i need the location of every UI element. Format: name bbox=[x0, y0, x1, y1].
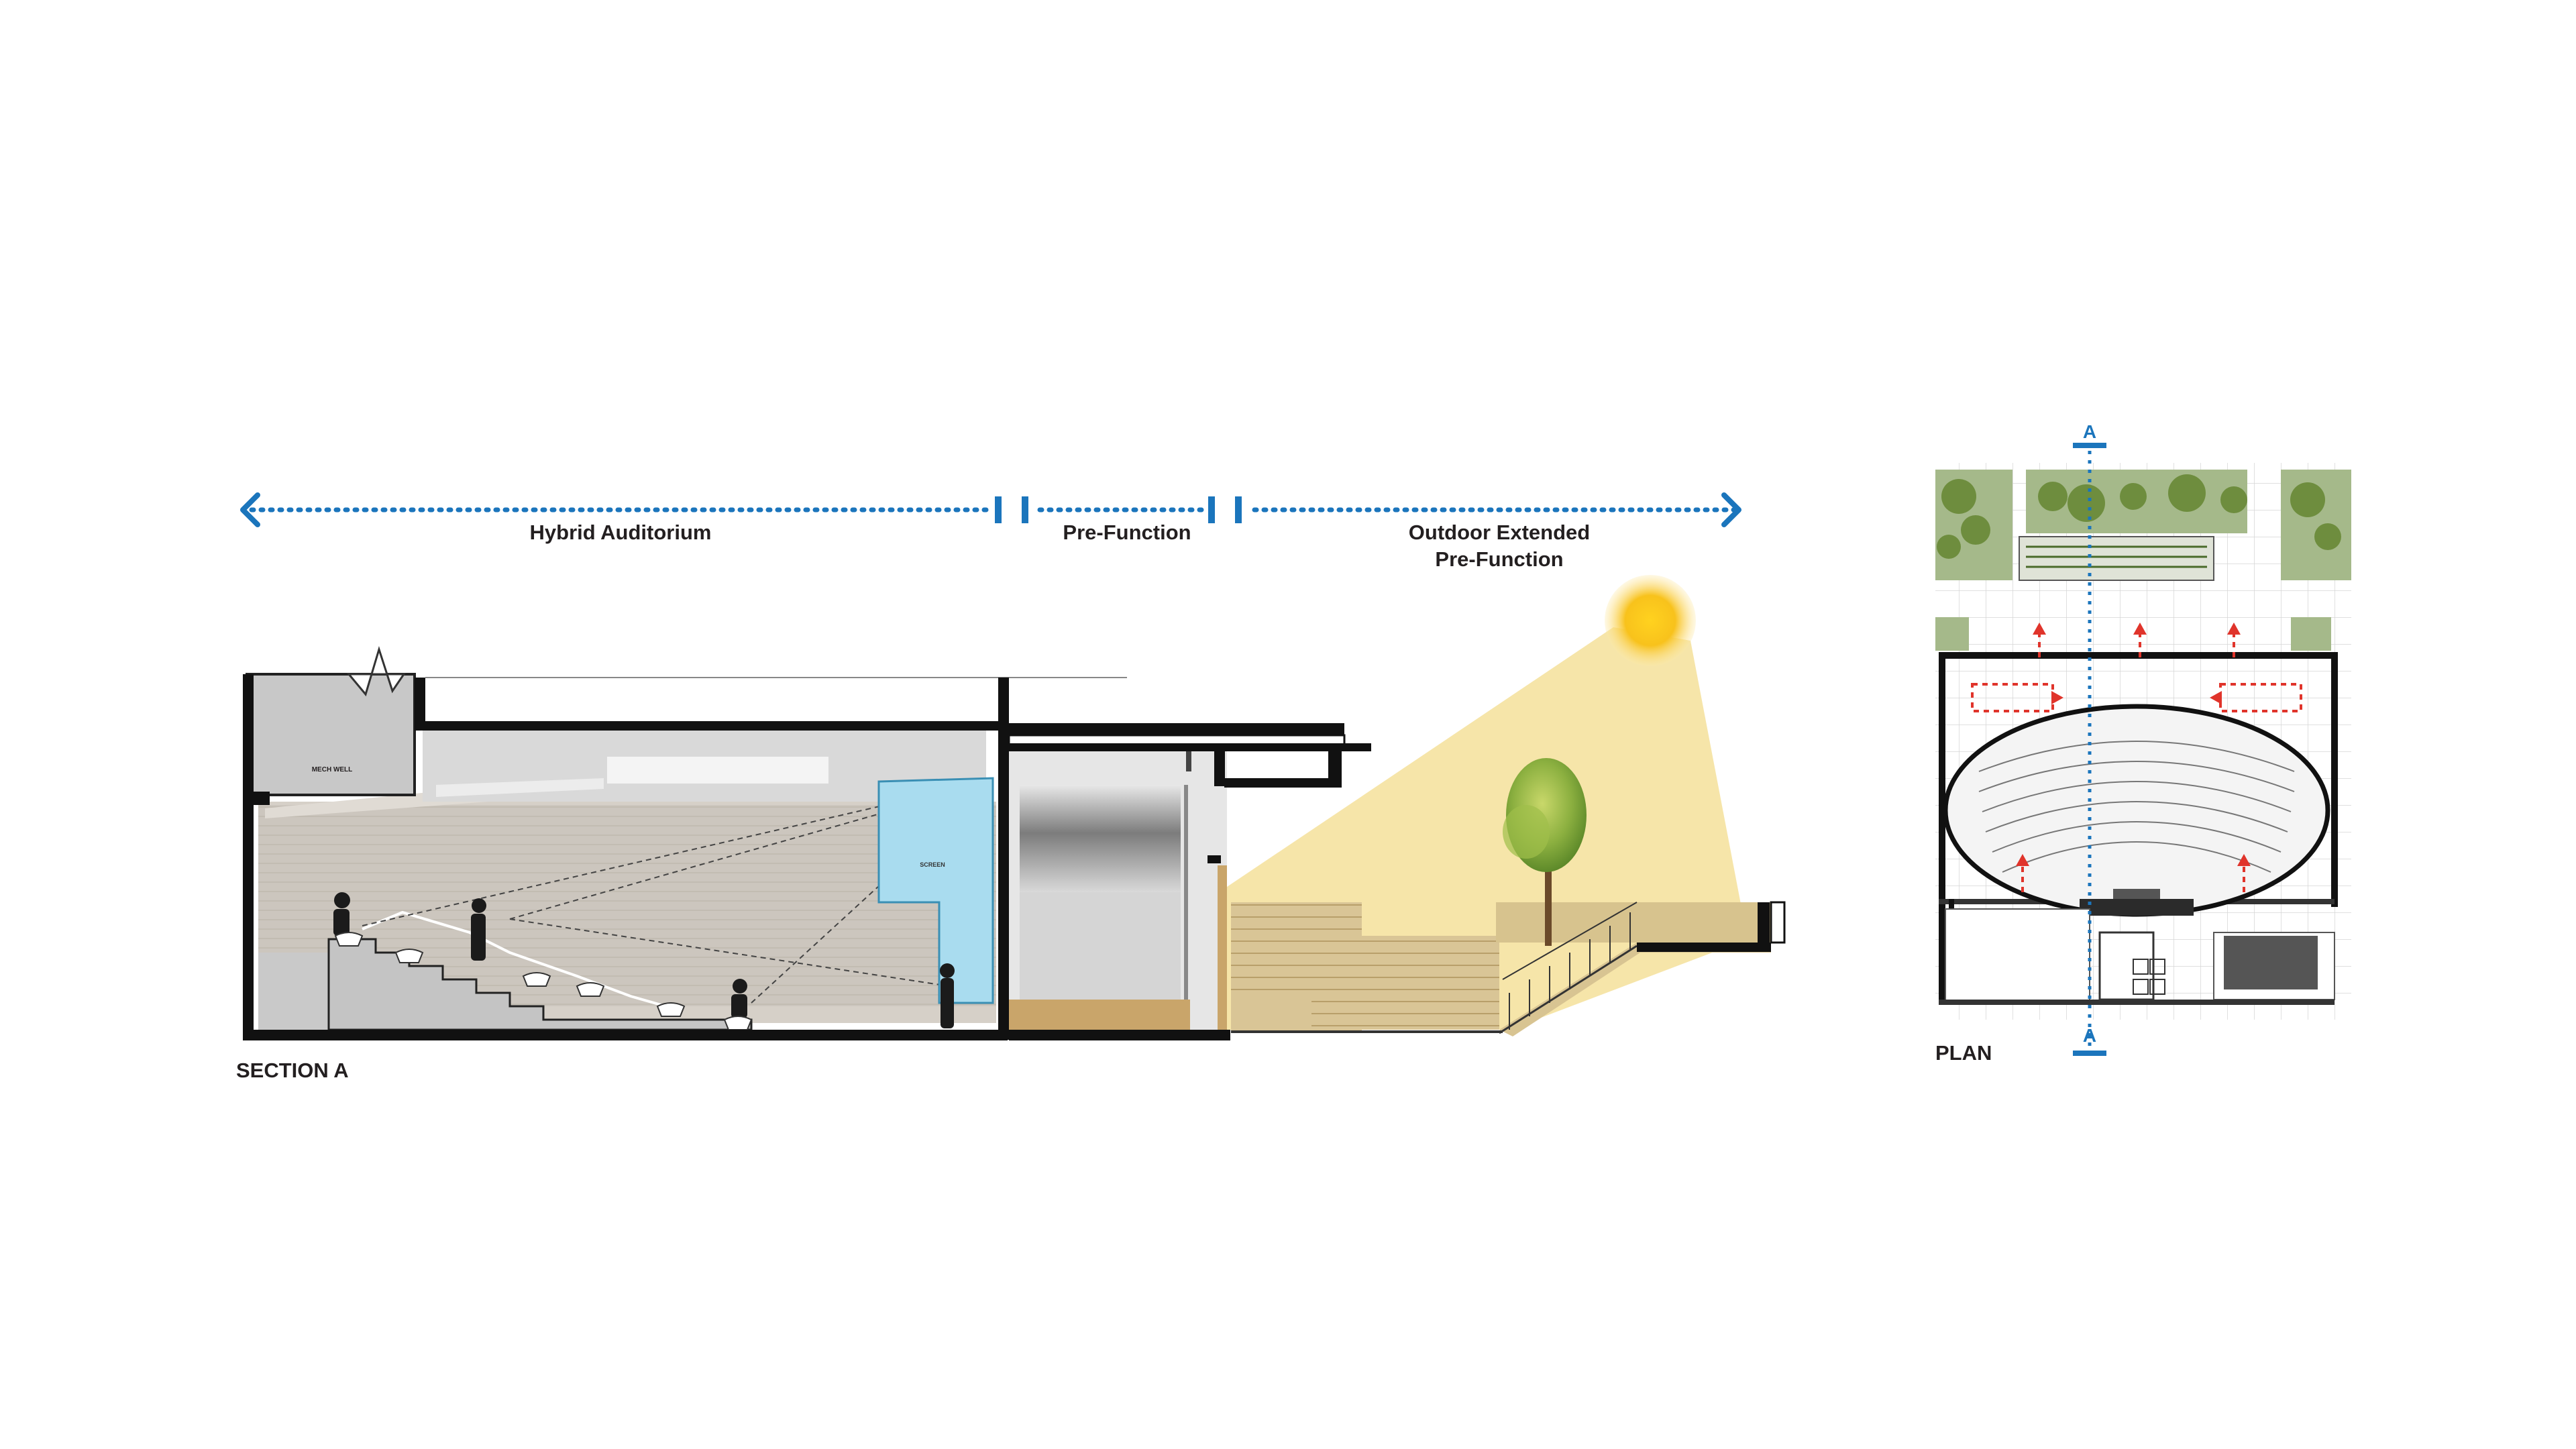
arrow-left-icon bbox=[240, 492, 260, 527]
zone-label-outdoor-line1: Outdoor Extended bbox=[1408, 521, 1591, 544]
section-cut-marker-bottom bbox=[2073, 1051, 2106, 1056]
zone-label-pre-function: Pre-Function bbox=[1063, 521, 1191, 544]
red-arrow-icon bbox=[2016, 623, 2251, 866]
plan-service-room bbox=[2224, 936, 2318, 989]
mech-well-label: MECH WELL bbox=[311, 766, 353, 773]
zone-dimension-line bbox=[240, 492, 1741, 527]
plan-title: PLAN bbox=[1935, 1041, 1992, 1065]
mech-well bbox=[246, 673, 416, 796]
section-cut-marker-top-label: A bbox=[2082, 421, 2097, 442]
section-a-title: SECTION A bbox=[236, 1059, 349, 1082]
person-silhouette-icon bbox=[333, 892, 955, 1028]
section-a-drawing: SCREEN bbox=[243, 645, 1786, 1040]
seating-steps bbox=[327, 938, 753, 1031]
arrow-right-icon bbox=[1721, 492, 1741, 527]
plan-auditorium-bowl bbox=[1943, 704, 2330, 917]
section-cut-marker-top bbox=[2073, 443, 2106, 448]
zone-label-hybrid-auditorium: Hybrid Auditorium bbox=[529, 521, 712, 544]
sun-icon bbox=[1605, 575, 1696, 666]
zone-label-outdoor-line2: Pre-Function bbox=[1435, 547, 1564, 571]
projection-screen bbox=[877, 777, 994, 1004]
planter-bench bbox=[2019, 536, 2214, 581]
screen-label: SCREEN bbox=[920, 861, 945, 868]
section-cut-marker-bottom-label: A bbox=[2082, 1025, 2097, 1046]
tree-icon bbox=[1503, 758, 1587, 946]
floor-plan bbox=[1935, 443, 2351, 1056]
